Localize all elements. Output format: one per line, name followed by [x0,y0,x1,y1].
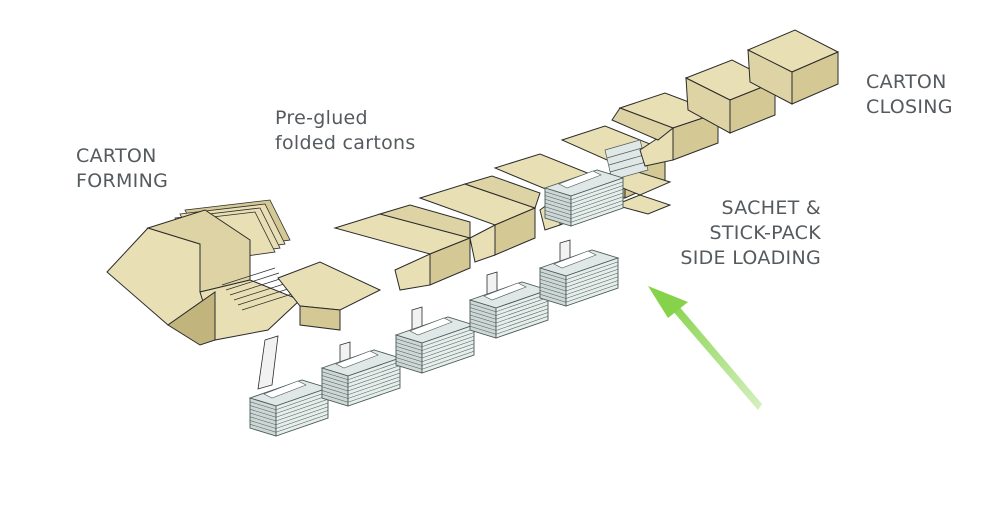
sachet-layer-line [249,406,329,426]
sachet-layer-line [321,361,401,381]
label-sachet-loading-line-1: SACHET & [721,197,821,219]
sachet-top-label [335,350,379,369]
sachet-layer-line [321,376,401,396]
sachet-layer-line [395,343,475,363]
sachet-layer-line [469,315,549,335]
sachet-layer-line [469,312,549,331]
sachet-layer-line [395,347,475,366]
sachet-layer-line [249,410,329,429]
sachet-top-label [558,170,602,189]
sachet-layer-line [469,297,549,316]
sachet-layer-line [544,200,624,219]
sachet-top-label [483,282,527,301]
sachet-layer-line [249,413,329,433]
label-pre-glued-line-1: Pre-glued [275,107,368,129]
sachet-layer-line [469,300,549,320]
label-carton-forming-line-1: CARTON [76,145,157,167]
side-loading-arrow [648,286,762,410]
sachet-layer-line [249,391,329,411]
sachet-layer-line [249,398,329,418]
label-pre-glued: Pre-glued folded cartons [275,106,416,156]
sachet-layer-line [539,283,619,303]
sachet-layer-line [395,335,475,355]
sachet-layer-line [544,185,624,204]
sachet-stack-1 [248,379,330,437]
sachet-layer-line [539,276,619,296]
sachet-top-label [553,250,597,269]
sachet-layer-line [321,380,401,399]
sachet-layer-line [539,265,619,284]
forming-carton-side [299,305,341,331]
sachet-top-label [263,380,307,399]
sachet-layer-line [469,308,549,328]
sachet-layer-line [469,293,549,313]
closing-box-partial [611,92,720,167]
sachet-layer-line [539,280,619,299]
label-carton-closing-line-2: CLOSING [866,96,953,118]
label-carton-forming: CARTON FORMING [76,144,168,194]
label-carton-forming-line-2: FORMING [76,170,169,192]
sachet-stacks [248,169,625,437]
sachet-layer-line [469,304,549,324]
label-carton-closing-line-1: CARTON [866,71,947,93]
sachet-stack-3 [394,316,476,374]
label-sachet-loading: SACHET & STICK-PACK SIDE LOADING [671,196,821,271]
label-sachet-loading-line-3: SIDE LOADING [680,247,821,269]
sachet-layer-line [544,196,624,216]
sachet-layer-line [321,372,401,392]
sachet-stack-2 [320,349,402,407]
closed-box-2 [746,29,840,105]
sachet-layer-line [544,203,624,223]
blank-panel-front [167,291,216,346]
arrow-head [648,286,688,318]
sachet-layer-line [395,339,475,359]
sachet-layer-line [544,181,624,201]
sachet-stack-6 [543,169,625,227]
sachet-top-label [409,317,453,336]
label-sachet-loading-line-2: STICK-PACK [709,222,821,244]
sachet-layer-line [544,188,624,208]
closed-box-1 [684,59,777,134]
carton-4-contents [604,139,649,181]
sachet-layer-line [395,328,475,348]
sachet-layer-line [395,350,475,370]
forming-carton [277,261,382,311]
sachet-layer-line [395,332,475,351]
sachet-layer-line [249,402,329,422]
arrow-shaft [665,298,762,410]
sachet-layer-line [321,368,401,388]
sachet-layer-line [321,383,401,403]
closing-boxes [611,29,840,167]
sachet-stack-4 [468,281,550,339]
sachet-layer-line [539,261,619,281]
blank-stack-lines [221,267,296,311]
sachet-layer-line [539,268,619,288]
carton-blank-stack [106,199,382,346]
sachet-layer-line [544,192,624,212]
sachet-layer-line [249,395,329,414]
sachet-layer-line [539,272,619,292]
label-carton-closing: CARTON CLOSING [866,70,953,120]
pusher-1 [257,335,279,390]
sachet-layer-line [321,365,401,384]
sachet-stack-5 [538,249,620,307]
label-pre-glued-line-2: folded cartons [275,132,416,154]
